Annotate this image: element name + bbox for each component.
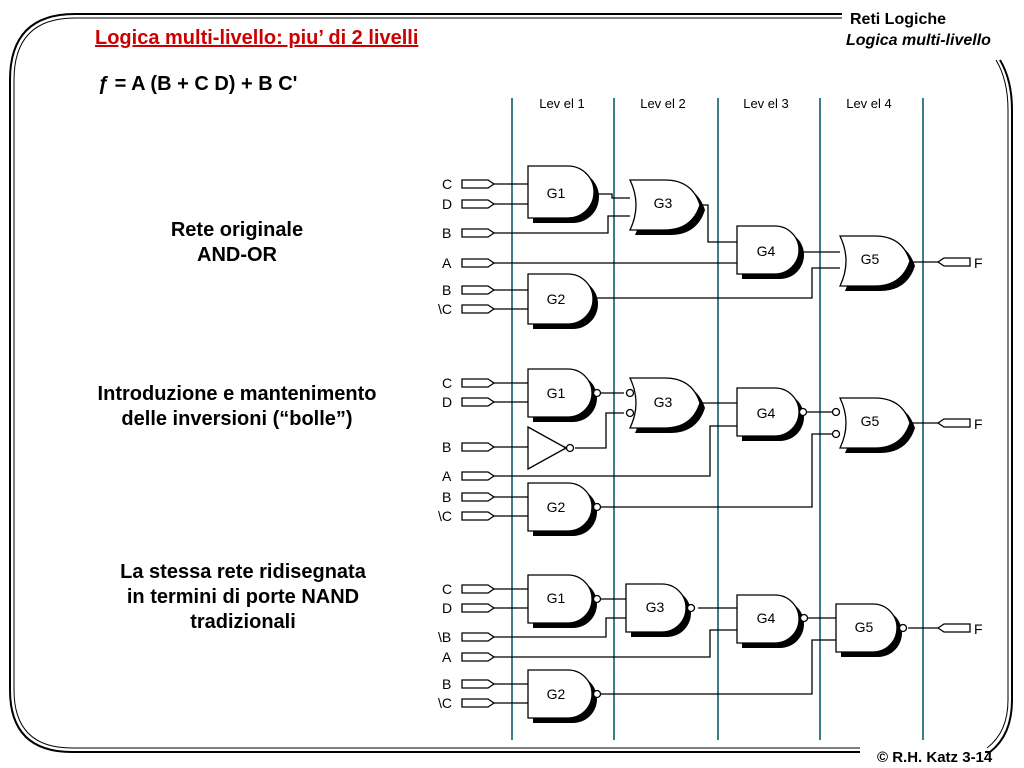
input-label: D	[442, 394, 452, 410]
input-label: B	[442, 489, 451, 505]
svg-text:G3: G3	[654, 195, 673, 211]
input-label: A	[442, 649, 452, 665]
course-title: Reti Logiche	[850, 11, 946, 28]
input-label: B	[442, 282, 451, 298]
input-label: C	[442, 375, 452, 391]
gate-g4-nand: G4	[736, 594, 809, 648]
input-label: B	[442, 676, 451, 692]
level-2-label: Lev el 2	[640, 96, 686, 111]
svg-text:G4: G4	[757, 405, 776, 421]
input-label: \C	[438, 301, 452, 317]
level-4-label: Lev el 4	[846, 96, 892, 111]
gate-g3-or-bubbled: G3	[625, 377, 705, 433]
gate-g2-nand: G2	[527, 669, 602, 723]
svg-text:G3: G3	[654, 394, 673, 410]
gate-g4-and: G4	[736, 225, 804, 279]
input-label: A	[442, 468, 452, 484]
slide-title: Logica multi-livello: piu’ di 2 livelli	[95, 27, 418, 49]
section-3-caption-line-3: tradizionali	[190, 611, 296, 633]
input-label: D	[442, 600, 452, 616]
svg-text:G5: G5	[861, 413, 880, 429]
section-3-caption-line-1: La stessa rete ridisegnata	[120, 561, 367, 583]
svg-text:G2: G2	[547, 499, 566, 515]
input-connectors	[461, 378, 496, 521]
input-label: \C	[438, 695, 452, 711]
svg-text:G2: G2	[547, 686, 566, 702]
circuit-and-or: C D B A B \C F G1	[438, 165, 983, 329]
svg-text:G5: G5	[855, 619, 874, 635]
gate-g1-nand: G1	[527, 368, 602, 422]
input-label: B	[442, 439, 451, 455]
input-label: A	[442, 255, 452, 271]
section-2-caption-line-1: Introduzione e mantenimento	[98, 383, 377, 405]
gate-g5-or-bubbled: G5	[831, 397, 915, 453]
input-label: \B	[438, 629, 451, 645]
input-label: D	[442, 196, 452, 212]
input-label: C	[442, 176, 452, 192]
svg-text:G3: G3	[646, 599, 665, 615]
output-label: F	[974, 621, 983, 637]
level-1-label: Lev el 1	[539, 96, 585, 111]
output-label: F	[974, 255, 983, 271]
svg-text:G1: G1	[547, 590, 566, 606]
output-label: F	[974, 416, 983, 432]
circuit-nand: C D \B A B \C F G1	[438, 574, 983, 723]
input-label: B	[442, 225, 451, 241]
inverter-b	[527, 425, 575, 471]
level-3-label: Lev el 3	[743, 96, 789, 111]
gate-g1-nand: G1	[527, 574, 602, 628]
svg-text:G4: G4	[757, 610, 776, 626]
gate-g2-nand: G2	[527, 482, 602, 536]
gate-g4-nand: G4	[736, 387, 808, 441]
section-3-caption-line-2: in termini di porte NAND	[127, 586, 359, 608]
gate-g5-or: G5	[838, 235, 915, 291]
svg-text:G4: G4	[757, 243, 776, 259]
level-grid: Lev el 1 Lev el 2 Lev el 3 Lev el 4	[511, 96, 924, 740]
gate-g5-nand: G5	[835, 603, 908, 657]
gate-g2-and: G2	[527, 273, 598, 329]
gate-g1-and: G1	[527, 165, 599, 223]
section-1-caption-line-2: AND-OR	[197, 244, 278, 266]
section-2-caption-line-2: delle inversioni (“bolle”)	[121, 408, 352, 430]
gate-g3-or: G3	[628, 179, 705, 235]
circuit-bubbles: C D B A B \C F G1	[438, 368, 983, 536]
input-label: \C	[438, 508, 452, 524]
svg-text:G1: G1	[547, 385, 566, 401]
slide-frame	[9, 13, 1013, 753]
svg-text:G5: G5	[861, 251, 880, 267]
svg-text:G1: G1	[547, 185, 566, 201]
footer-copyright: © R.H. Katz 3-14	[877, 749, 993, 766]
section-1-caption-line-1: Rete originale	[171, 219, 303, 241]
gate-g3-nand: G3	[625, 583, 696, 637]
svg-text:G2: G2	[547, 291, 566, 307]
topic-title: Logica multi-livello	[846, 32, 991, 49]
input-connectors	[461, 179, 496, 314]
input-connectors	[461, 584, 496, 708]
input-label: C	[442, 581, 452, 597]
boolean-equation: ƒ = A (B + C D) + B C'	[98, 73, 297, 95]
